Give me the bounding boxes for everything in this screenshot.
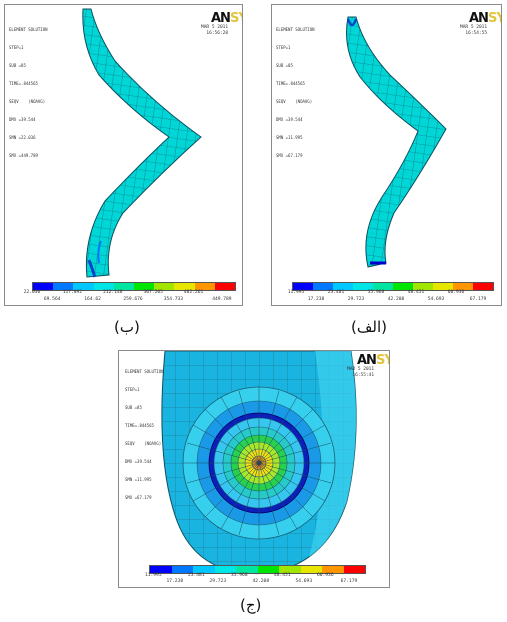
tick-label: 164.62 — [84, 297, 101, 302]
tick-label: 11.995 — [287, 290, 305, 295]
info-line: DMX =39.544 — [9, 117, 36, 122]
color-legend-b — [32, 282, 236, 291]
solution-info-c: ELEMENT SOLUTION STEP=1 SUB =85 TIME=.84… — [125, 357, 164, 513]
info-line: SEQV (NOAVG) — [276, 99, 313, 104]
info-line: SUB =85 — [9, 63, 26, 68]
tick-label: 212.148 — [103, 290, 123, 295]
tick-label: 54.693 — [427, 297, 445, 302]
tick-label: 23.481 — [327, 290, 345, 295]
tick-label: 449.789 — [212, 297, 232, 302]
info-line: STEP=1 — [9, 45, 24, 50]
tick-label: 117.092 — [62, 290, 83, 295]
tick-label: 29.723 — [347, 297, 365, 302]
tick-label: 69.564 — [43, 297, 61, 302]
solution-info-a: ELEMENT SOLUTION STEP=1 SUB =85 TIME=.84… — [276, 15, 315, 171]
tick-label: 17.238 — [166, 579, 184, 584]
tick-label: 48.451 — [273, 573, 291, 578]
tick-label: 11.995 — [144, 573, 162, 578]
info-line: SUB =85 — [125, 405, 142, 410]
color-legend-c — [149, 565, 366, 574]
tick-label: 67.179 — [340, 579, 358, 584]
tick-label: 17.238 — [307, 297, 325, 302]
info-line: SUB =85 — [276, 63, 293, 68]
legend-ticks-a: 11.995 23.481 35.968 48.451 60.936 17.23… — [288, 290, 492, 305]
info-line: STEP=1 — [125, 387, 140, 392]
tick-label: 35.968 — [367, 290, 385, 295]
stress-plot-c: ELEMENT SOLUTION STEP=1 SUB =85 TIME=.84… — [118, 350, 390, 588]
info-line: TIME=.844565 — [125, 423, 154, 428]
info-line: SMX =449.789 — [9, 153, 38, 158]
info-line: SMN =22.036 — [9, 135, 36, 140]
ansys-logo-a: ANSYS — [469, 11, 501, 26]
deformed-mesh-b — [82, 8, 202, 278]
tick-label: 23.481 — [187, 573, 205, 578]
info-line: SEQV (NOAVG) — [9, 99, 46, 104]
info-line: DMX =39.544 — [125, 459, 152, 464]
info-line: SMN =11.995 — [125, 477, 152, 482]
info-line: SMX =67.179 — [125, 495, 152, 500]
ansys-logo-c: ANSYS — [357, 353, 389, 368]
info-line: ELEMENT SOLUTION — [276, 27, 315, 32]
tick-label: 60.936 — [316, 573, 334, 578]
tick-label: 60.936 — [447, 290, 465, 295]
end-cap-contour-c — [161, 351, 357, 575]
tick-label: 42.208 — [252, 579, 270, 584]
tick-label: 29.723 — [209, 579, 227, 584]
info-line: SEQV (NOAVG) — [125, 441, 162, 446]
info-line: DMX =39.544 — [276, 117, 303, 122]
color-legend-a — [292, 282, 494, 291]
legend-ticks-c: 11.995 23.481 35.968 48.451 60.936 17.23… — [145, 573, 364, 587]
tick-label: 259.676 — [123, 297, 143, 302]
tick-label: 67.179 — [469, 297, 487, 302]
info-line: TIME=.844565 — [276, 81, 305, 86]
ansys-logo-b: ANSYS — [211, 11, 242, 26]
info-line: SMN =11.995 — [276, 135, 303, 140]
caption-a: (الف) — [351, 318, 387, 336]
info-line: TIME=.844565 — [9, 81, 38, 86]
tick-label: 48.451 — [407, 290, 425, 295]
caption-c: (ج) — [240, 596, 262, 614]
tick-label: 42.208 — [387, 297, 405, 302]
caption-b: (ب) — [114, 318, 140, 336]
stress-plot-b: ELEMENT SOLUTION STEP=1 SUB =85 TIME=.84… — [4, 4, 243, 306]
deformed-mesh-a — [346, 16, 447, 268]
tick-label: 354.733 — [163, 297, 184, 302]
info-line: ELEMENT SOLUTION — [9, 27, 48, 32]
tick-label: 54.693 — [295, 579, 313, 584]
info-line: ELEMENT SOLUTION — [125, 369, 164, 374]
solution-info-b: ELEMENT SOLUTION STEP=1 SUB =85 TIME=.84… — [9, 15, 48, 171]
tick-label: 307.205 — [143, 290, 163, 295]
tick-label: 402.261 — [183, 290, 204, 295]
tick-label: 35.968 — [230, 573, 248, 578]
info-line: STEP=1 — [276, 45, 291, 50]
info-line: SMX =67.179 — [276, 153, 303, 158]
tick-label: 22.036 — [23, 290, 41, 295]
legend-ticks-b: 22.036 117.092 212.148 307.205 402.261 6… — [24, 290, 234, 305]
stress-plot-a: ELEMENT SOLUTION STEP=1 SUB =85 TIME=.84… — [271, 4, 502, 306]
